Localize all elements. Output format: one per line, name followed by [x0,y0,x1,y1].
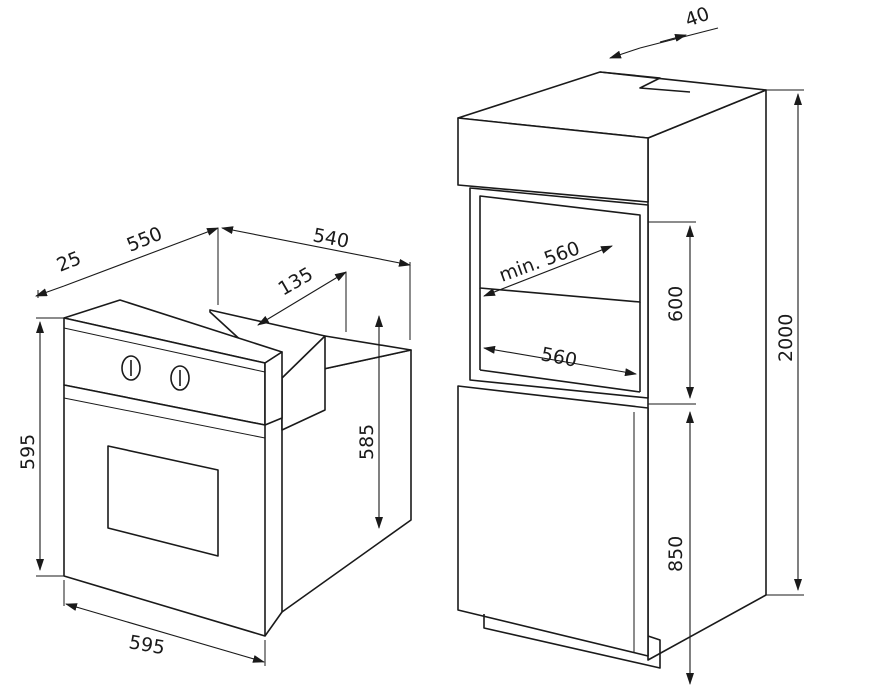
dim-line-135 [257,271,347,326]
dim-line-595-width [65,603,265,663]
dim-line-40 [639,27,719,49]
dim-label-585: 585 [356,424,378,460]
dim-line-min-560 [483,245,613,297]
oven-door-edge [264,611,283,637]
oven-door-line [63,397,266,439]
oven-drawing [63,299,412,637]
cabinet-top-front [457,117,649,203]
cabinet-top-notch [599,71,691,93]
dim-line-25 [35,285,65,297]
dim-line-540 [221,226,411,267]
dim-line-560 [483,345,637,377]
dim-line-40-left [609,47,641,59]
oven-panel-side [264,351,283,426]
dim-label-40: 40 [682,3,712,32]
dim-line-550 [63,227,219,287]
dim-label-25: 25 [54,247,85,276]
cabinet-plinth [483,614,661,669]
dim-label-850: 850 [665,536,687,572]
dim-label-595-height: 595 [17,434,39,470]
dim-label-550: 550 [124,223,166,257]
oven-panel-line [63,327,266,373]
dim-label-600: 600 [665,286,687,322]
dim-label-540: 540 [311,224,351,253]
dim-label-135: 135 [275,263,317,300]
cabinet-side-panel [647,89,767,661]
dim-label-2000: 2000 [775,314,797,362]
dim-label-595-width: 595 [127,631,167,659]
dim-line-40-right [659,33,687,43]
cabinet-base [457,385,649,657]
oven-window [107,445,219,557]
